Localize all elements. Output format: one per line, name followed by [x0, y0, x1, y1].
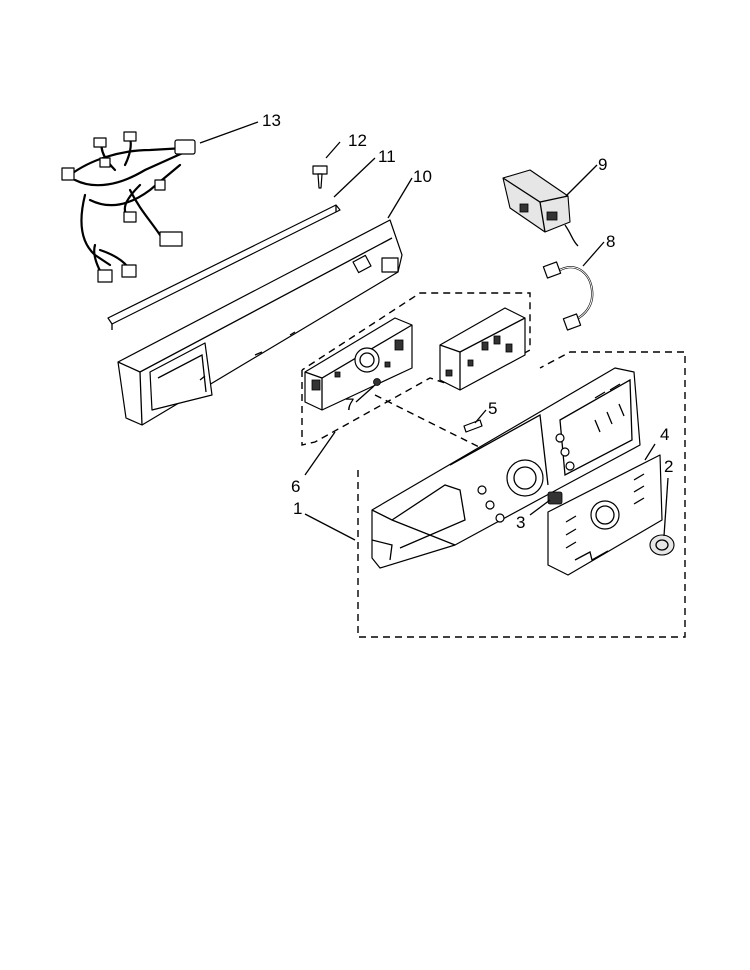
part-4-console-overlay[interactable] — [547, 454, 663, 576]
callout-6: 6 — [291, 477, 300, 496]
part-13-wire-harness[interactable] — [61, 131, 196, 283]
callout-13: 13 — [262, 111, 281, 130]
callout-2: 2 — [664, 457, 673, 476]
part-1-group-outline — [357, 351, 686, 638]
callout-5: 5 — [488, 399, 497, 418]
callout-11: 11 — [378, 147, 396, 166]
part-7-screw[interactable] — [373, 378, 381, 386]
callout-4: 4 — [660, 425, 669, 444]
callout-3: 3 — [516, 513, 525, 532]
part-10-console-frame[interactable] — [117, 219, 403, 426]
callout-7: 7 — [345, 395, 354, 414]
callout-9: 9 — [598, 155, 607, 174]
part-12-screw[interactable] — [312, 165, 328, 189]
part-1-console-panel[interactable] — [371, 367, 641, 569]
callout-12: 12 — [348, 131, 367, 150]
callout-1: 1 — [293, 499, 302, 518]
part-2-knob[interactable] — [649, 534, 675, 556]
part-6-group-outline — [301, 292, 531, 446]
part-6-interface-board-left[interactable] — [304, 317, 413, 411]
part-3-knob-encoder[interactable] — [547, 491, 563, 505]
part-5-screw[interactable] — [463, 419, 483, 433]
leader-lines — [199, 121, 669, 541]
callout-8: 8 — [606, 232, 615, 251]
part-9-control-module[interactable] — [502, 169, 579, 247]
callout-10: 10 — [413, 167, 432, 186]
part-11-support-rail[interactable] — [107, 204, 341, 330]
part-8-jumper-harness[interactable] — [542, 261, 594, 331]
part-6-interface-board-right[interactable] — [439, 307, 526, 391]
